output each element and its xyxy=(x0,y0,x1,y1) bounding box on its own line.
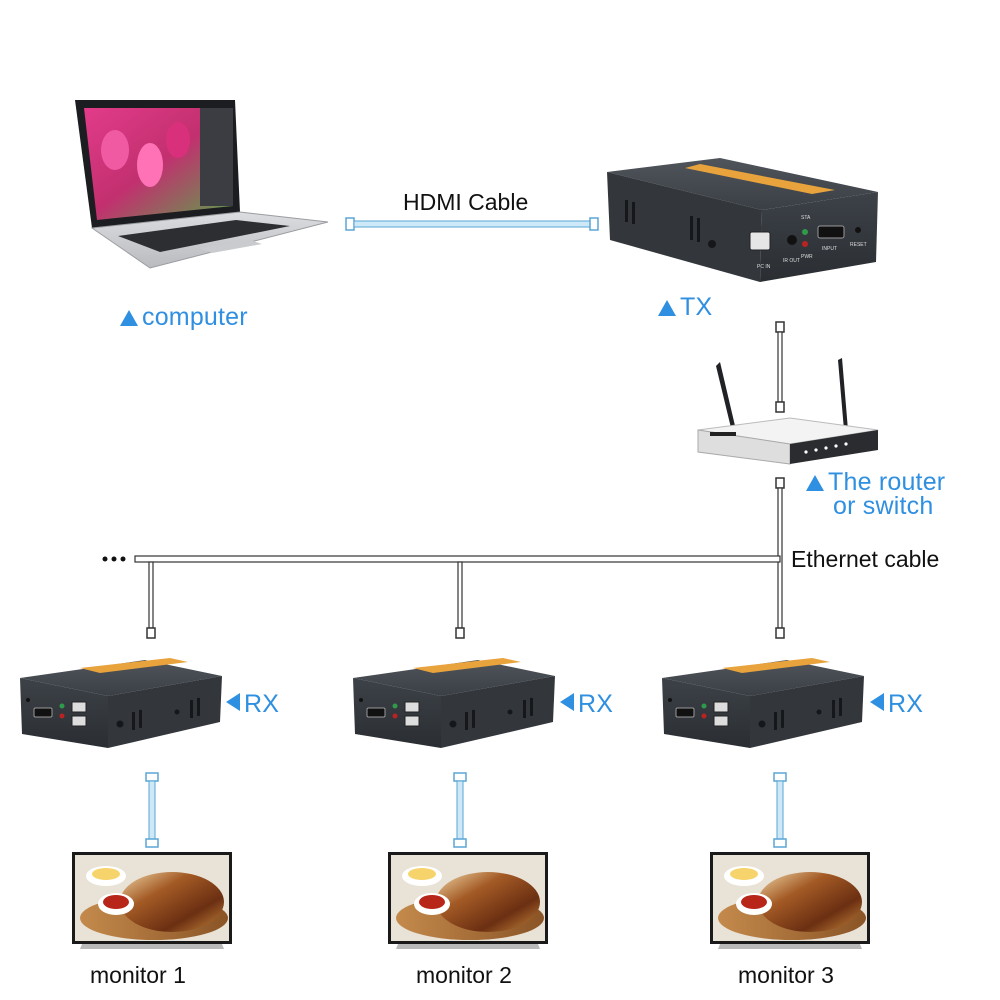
router-label-line1: The router xyxy=(828,468,946,496)
rx-device-image-2 xyxy=(353,658,555,748)
monitor-2-label: monitor 2 xyxy=(416,962,512,988)
continuation-dot xyxy=(120,556,126,562)
tx-label: TX xyxy=(658,293,712,322)
hdmi-cable-rx2-monitor2 xyxy=(453,772,467,848)
left-arrow-icon xyxy=(870,693,884,711)
ethernet-bus-line xyxy=(102,555,781,639)
rx3-label-text: RX xyxy=(888,690,924,718)
tx-label-text: TX xyxy=(680,293,713,321)
rx3-label: RX xyxy=(870,690,923,719)
tx-port-input: INPUT xyxy=(822,246,837,252)
hdmi-cable-line xyxy=(345,217,599,231)
hdmi-cable-rx3-monitor3 xyxy=(773,772,787,848)
tx-port-reset: RESET xyxy=(850,242,867,248)
monitor-1-label: monitor 1 xyxy=(90,962,186,988)
monitor-2-image xyxy=(388,852,548,949)
rx2-label: RX xyxy=(560,690,613,719)
computer-label-text: computer xyxy=(142,303,248,331)
tx-port-sta: STA xyxy=(801,215,811,221)
hdmi-cable-rx1-monitor1 xyxy=(145,772,159,848)
rx1-label-text: RX xyxy=(244,690,280,718)
laptop-image xyxy=(75,100,329,269)
tx-device-image: PC IN IR OUT PWR STA INPUT RESET xyxy=(607,158,878,282)
router-label: The router or switch xyxy=(806,468,946,520)
up-arrow-icon xyxy=(806,475,824,491)
ethernet-cable-tx-router xyxy=(775,321,785,413)
rx-device-image-3 xyxy=(662,658,864,748)
left-arrow-icon xyxy=(560,693,574,711)
computer-label: computer xyxy=(120,303,248,332)
router-image xyxy=(697,358,879,465)
up-arrow-icon xyxy=(120,310,138,326)
up-arrow-icon xyxy=(658,300,676,316)
tx-port-ir-out: IR OUT xyxy=(783,258,800,264)
monitor-3-label: monitor 3 xyxy=(738,962,834,988)
monitor-3-image xyxy=(710,852,870,949)
tx-port-pwr: PWR xyxy=(801,254,813,260)
tx-port-pc-in: PC IN xyxy=(757,264,771,270)
rx2-label-text: RX xyxy=(578,690,614,718)
hdmi-cable-label: HDMI Cable xyxy=(403,189,529,215)
router-label-line2: or switch xyxy=(833,492,934,520)
monitor-1-image xyxy=(72,852,232,949)
continuation-dot xyxy=(111,556,117,562)
left-arrow-icon xyxy=(226,693,240,711)
ethernet-cable-label: Ethernet cable xyxy=(791,546,940,572)
continuation-dot xyxy=(102,556,108,562)
rx1-label: RX xyxy=(226,690,279,719)
rx-device-image-1 xyxy=(20,658,222,748)
